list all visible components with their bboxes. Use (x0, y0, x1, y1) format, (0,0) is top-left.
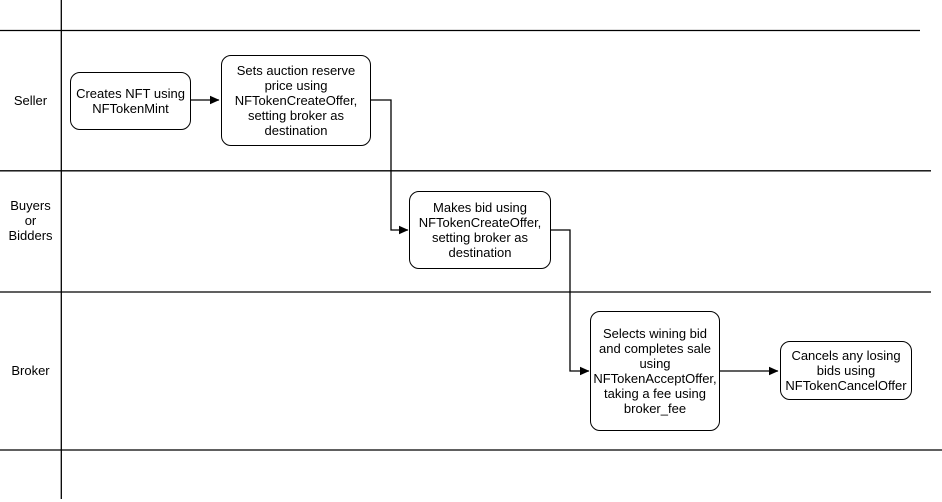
edge-reserve-to-bid (371, 99, 409, 235)
node-sets-auction-reserve: Sets auction reserve price using NFToken… (221, 55, 371, 146)
edge-bid-to-accept (551, 229, 590, 376)
lane-label-buyers-or-bidders: Buyers or Bidders (8, 198, 53, 243)
node-creates-nft: Creates NFT using NFTokenMint (70, 72, 191, 130)
lane-label-broker: Broker (11, 362, 50, 378)
node-cancels-losing-bids: Cancels any losing bids using NFTokenCan… (780, 341, 912, 400)
node-makes-bid: Makes bid using NFTokenCreateOffer, sett… (409, 191, 551, 269)
lane-label-seller: Seller (13, 92, 48, 108)
node-selects-winning-bid: Selects wining bid and completes sale us… (590, 311, 720, 431)
